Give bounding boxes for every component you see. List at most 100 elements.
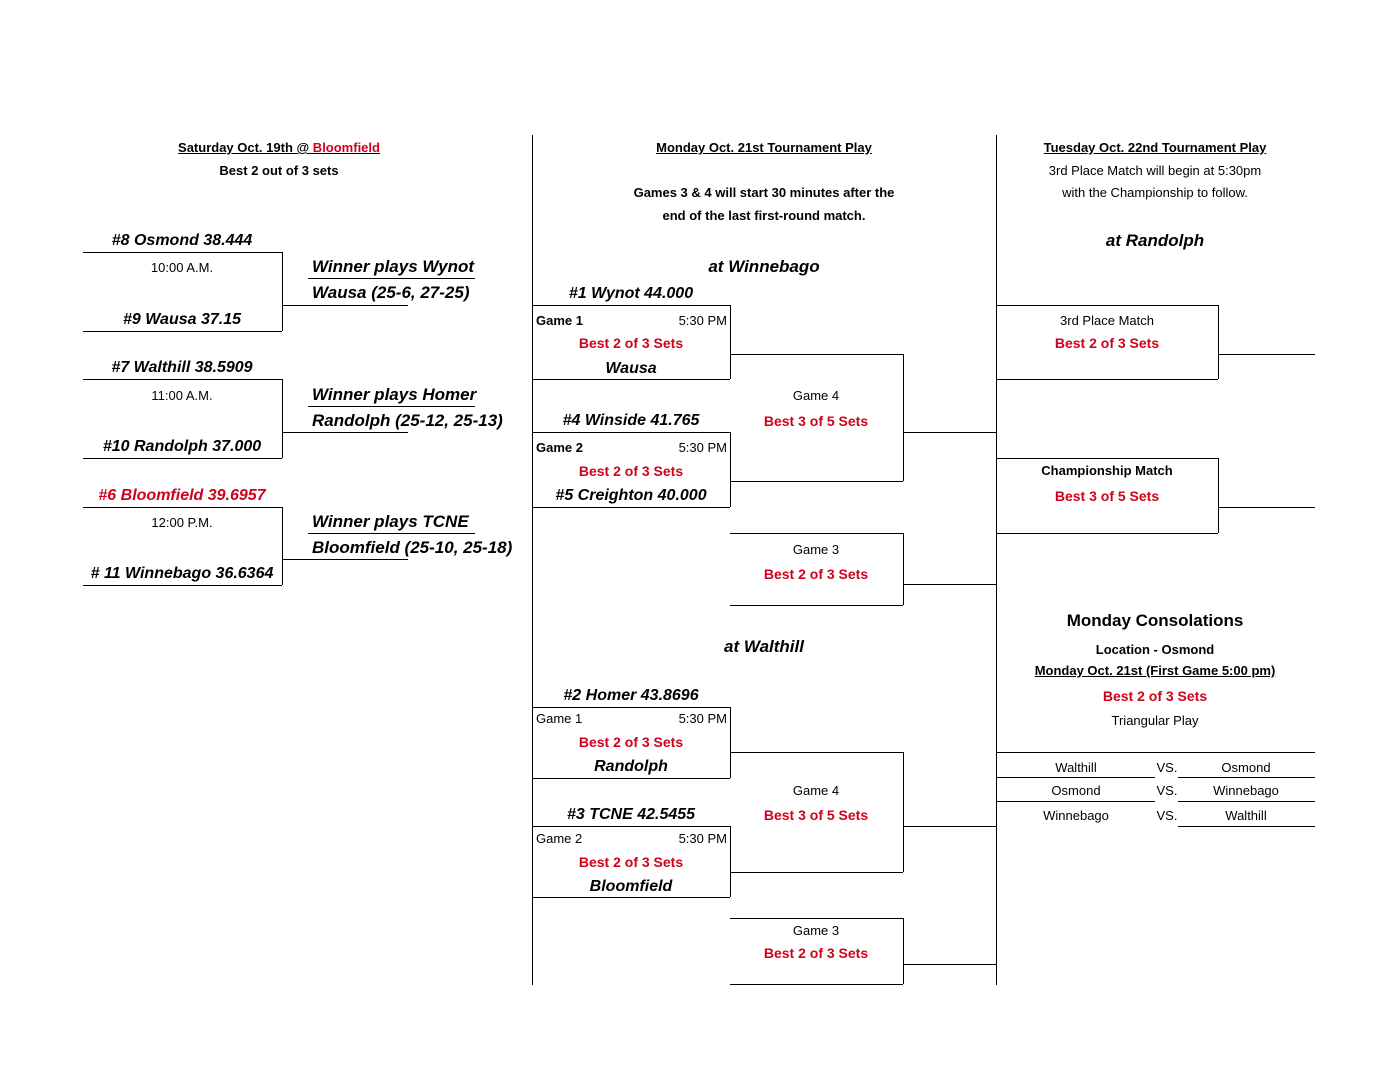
bracket-line <box>1178 777 1315 778</box>
bracket-line <box>282 305 408 306</box>
site-1-game-3-label: Game 3 <box>792 542 840 557</box>
consolations-location: Location - Osmond <box>1095 642 1215 657</box>
bracket-line <box>83 458 282 459</box>
consolation-game-2-away: Winnebago <box>1213 783 1279 798</box>
bracket-line <box>997 801 1155 802</box>
site-1-game-1-top-team: #1 Wynot 44.000 <box>568 285 694 302</box>
bracket-line <box>83 507 282 508</box>
bracket-line <box>730 984 903 985</box>
site-1-game-4-label: Game 4 <box>792 388 840 403</box>
consolations-play-type: Triangular Play <box>1111 713 1199 728</box>
site-2-game-1-top-team: #2 Homer 43.8696 <box>563 687 699 704</box>
site-2-game-1-bottom-team: Randolph <box>594 758 668 775</box>
bracket-line <box>730 481 903 482</box>
tuesday-note-line1: 3rd Place Match will begin at 5:30pm <box>1048 163 1262 178</box>
bracket-line <box>533 778 730 779</box>
consolation-game-2-home: Osmond <box>1051 783 1101 798</box>
bracket-line <box>903 752 904 872</box>
sat-match-2-bottom-team: #10 Randolph 37.000 <box>102 438 262 455</box>
consolations-title: Monday Consolations <box>1066 611 1244 630</box>
bracket-line <box>997 379 1218 380</box>
bracket-line <box>308 406 475 407</box>
site-2-game-2-bottom-team: Bloomfield <box>589 878 673 895</box>
consolation-game-2-vs: VS. <box>1156 783 1178 798</box>
bracket-line <box>1178 801 1315 802</box>
bracket-line <box>997 305 1218 306</box>
sat-match-2-result-line2: Randolph (25-12, 25-13) <box>312 411 503 430</box>
bracket-line <box>730 826 731 897</box>
tuesday-header: Tuesday Oct. 22nd Tournament Play <box>1043 140 1267 155</box>
bracket-line <box>533 305 730 306</box>
bracket-line <box>730 354 903 355</box>
third-place-format: Best 2 of 3 Sets <box>1054 335 1160 351</box>
bracket-line <box>282 559 408 560</box>
consolation-game-1-away: Osmond <box>1221 760 1271 775</box>
bracket-line <box>730 533 903 534</box>
sat-match-1-top-team: #8 Osmond 38.444 <box>111 232 253 249</box>
site-2-game-1-label: Game 1 <box>536 711 583 726</box>
consolations-format: Best 2 of 3 Sets <box>1102 688 1208 704</box>
sat-match-1-result-line1: Winner plays Wynot <box>312 257 474 276</box>
bracket-line <box>282 252 283 331</box>
site-1-game-2-top-team: #4 Winside 41.765 <box>562 412 700 429</box>
site-1-game-2-bottom-team: #5 Creighton 40.000 <box>555 487 707 504</box>
bracket-line <box>730 752 903 753</box>
bracket-line <box>533 707 730 708</box>
site-2-game-2-time: 5:30 PM <box>678 831 727 846</box>
column-divider <box>996 135 997 985</box>
site-1-game-2-label: Game 2 <box>536 440 583 455</box>
site-1-game-3-format: Best 2 of 3 Sets <box>763 566 869 582</box>
site-1-game-2-time: 5:30 PM <box>678 440 727 455</box>
site-2-game-3-format: Best 2 of 3 Sets <box>763 945 869 961</box>
bracket-line <box>997 533 1218 534</box>
sat-match-2-time: 11:00 A.M. <box>151 388 213 403</box>
site-2-game-2-format: Best 2 of 3 Sets <box>578 854 684 870</box>
site-1-game-1-time: 5:30 PM <box>678 313 727 328</box>
bracket-line <box>282 432 408 433</box>
bracket-line <box>83 331 282 332</box>
site-2-game-1-format: Best 2 of 3 Sets <box>578 734 684 750</box>
site-2-game-2-top-team: #3 TCNE 42.5455 <box>566 806 696 823</box>
consolation-game-3-away: Walthill <box>1225 808 1267 823</box>
bracket-line <box>533 507 730 508</box>
consolation-game-1-home: Walthill <box>1055 760 1097 775</box>
sat-match-3-top-team: #6 Bloomfield 39.6957 <box>98 487 266 504</box>
bracket-line <box>83 585 282 586</box>
bracket-line <box>308 278 475 279</box>
consolation-game-3-home: Winnebago <box>1043 808 1109 823</box>
sat-match-1-time: 10:00 A.M. <box>150 260 214 275</box>
bracket-line <box>730 305 731 379</box>
monday-note-line2: end of the last first-round match. <box>662 208 866 223</box>
sat-match-2-result-line1: Winner plays Homer <box>312 385 477 404</box>
site-2-game-2-label: Game 2 <box>536 831 583 846</box>
site-1-location: at Winnebago <box>708 257 820 276</box>
column-divider <box>532 135 533 985</box>
bracket-line <box>903 826 996 827</box>
sat-match-3-result-line2: Bloomfield (25-10, 25-18) <box>312 538 513 557</box>
third-place-label: 3rd Place Match <box>1060 313 1154 328</box>
sat-match-3-time: 12:00 P.M. <box>151 515 213 530</box>
site-1-game-4-format: Best 3 of 5 Sets <box>763 413 869 429</box>
bracket-line <box>730 918 903 919</box>
saturday-header-place: Bloomfield <box>312 140 380 155</box>
bracket-line <box>730 432 731 507</box>
tuesday-note-line2: with the Championship to follow. <box>1062 185 1248 200</box>
tuesday-location: at Randolph <box>1105 231 1205 250</box>
bracket-line <box>1218 507 1315 508</box>
bracket-line <box>730 872 903 873</box>
bracket-line <box>903 432 996 433</box>
bracket-line <box>903 918 904 984</box>
sat-match-3-bottom-team: # 11 Winnebago 36.6364 <box>90 565 274 582</box>
bracket-line <box>282 379 283 458</box>
site-2-game-1-time: 5:30 PM <box>678 711 727 726</box>
bracket-line <box>730 707 731 778</box>
bracket-line <box>533 897 730 898</box>
bracket-line <box>83 379 282 380</box>
bracket-line <box>1218 458 1219 533</box>
bracket-line <box>1218 354 1315 355</box>
bracket-line <box>308 533 475 534</box>
bracket-line <box>997 458 1218 459</box>
sat-match-1-bottom-team: #9 Wausa 37.15 <box>122 311 242 328</box>
site-1-game-2-format: Best 2 of 3 Sets <box>578 463 684 479</box>
